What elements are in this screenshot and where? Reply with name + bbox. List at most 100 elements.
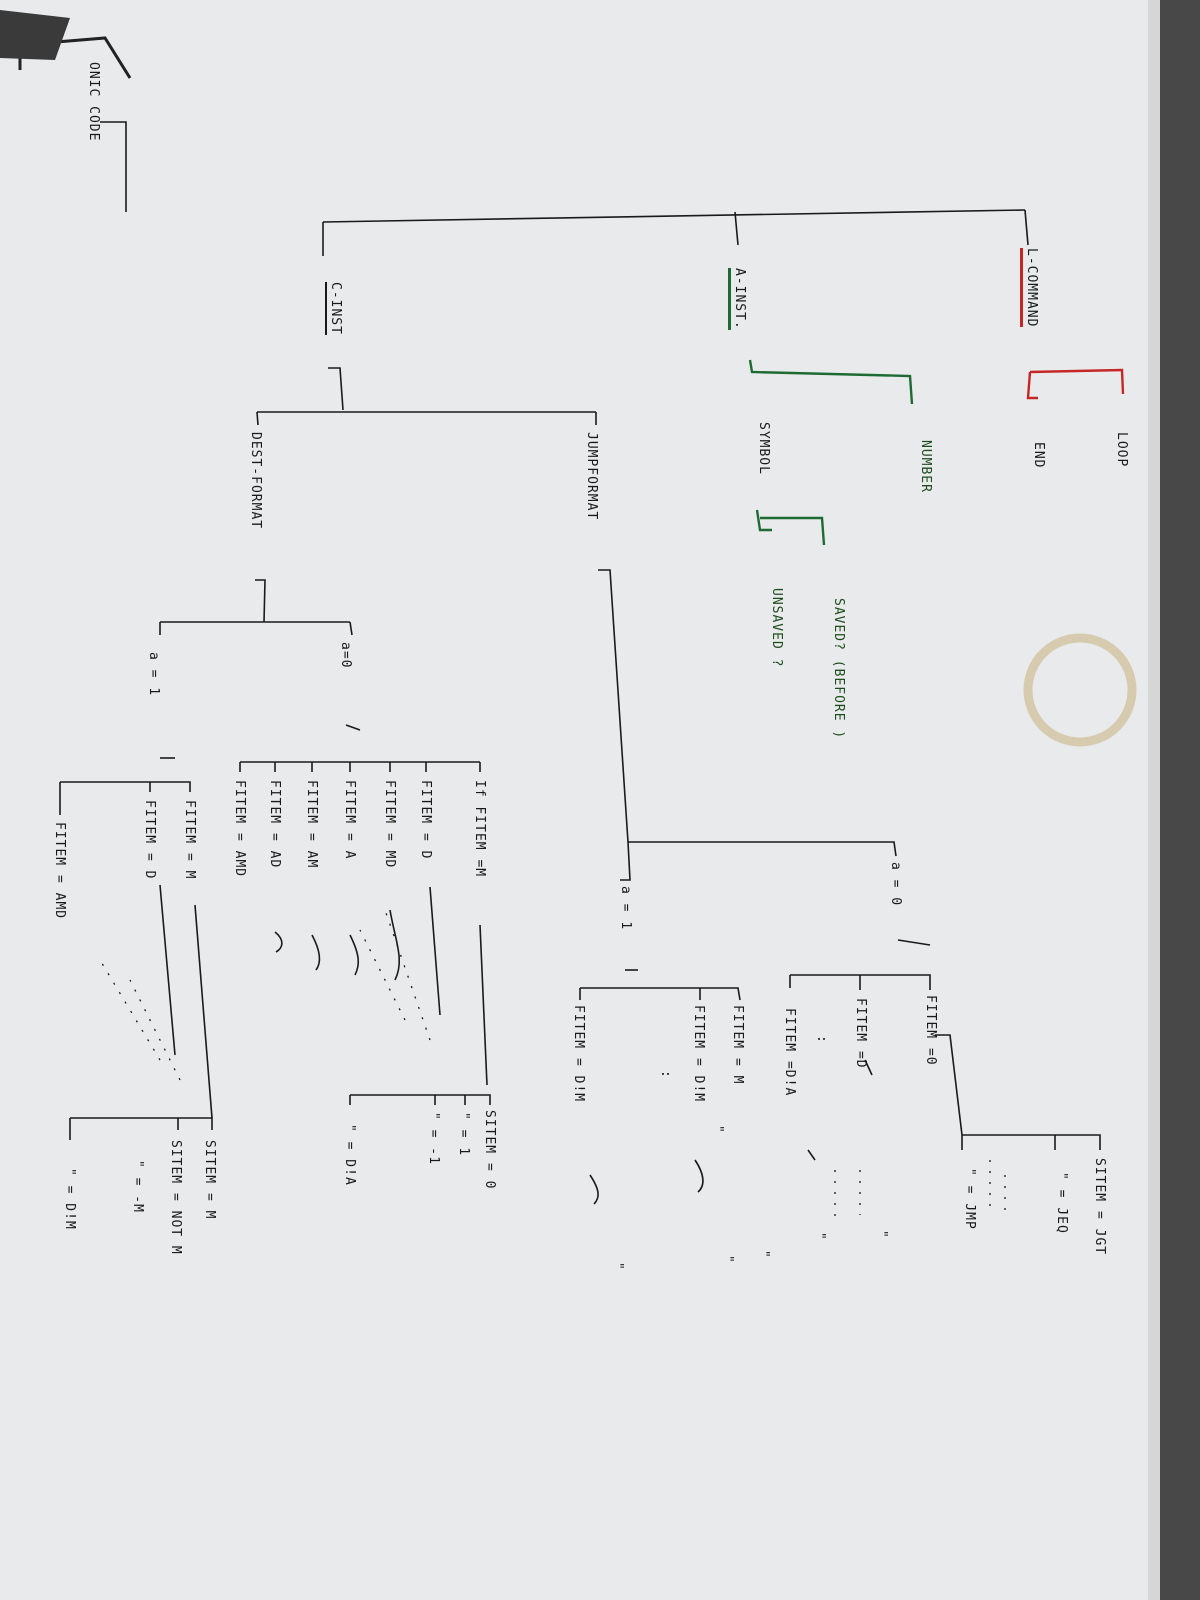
node-df-a1-s4-text: " = D!M: [62, 1168, 77, 1230]
node-jf-a1-text: a = 1: [618, 886, 633, 931]
node-df-a0-c3-text: FITEM = MD: [382, 780, 397, 869]
node-saved: SAVED? (BEFORE ): [831, 598, 846, 740]
node-df-a1-c2: FITEM = D: [142, 800, 157, 880]
node-df-a0-c3: FITEM = MD: [382, 780, 397, 869]
node-jf-a0-c1: FITEM =0: [923, 995, 938, 1066]
node-df-s2: " = 1: [456, 1112, 471, 1157]
node-df-a1-c3: FITEM = AMD: [52, 822, 67, 920]
node-a-inst: A-INST.: [728, 268, 747, 330]
node-df-s3: " = -1: [426, 1112, 441, 1165]
node-df-a0-c2-text: FITEM = D: [418, 780, 433, 860]
ditto-mark: ": [756, 1250, 771, 1259]
ditto-mark-text: ": [812, 1232, 827, 1241]
node-saved-text: SAVED? (BEFORE ): [831, 598, 846, 740]
node-jf-s3: " = JMP: [962, 1168, 977, 1230]
node-jf-s1-text: SITEM = JGT: [1092, 1158, 1107, 1256]
node-df-s4: " = D!A: [342, 1124, 357, 1186]
node-jf-a1-c1: FITEM = M: [730, 1005, 745, 1085]
node-df-a1-s1-text: SITEM = M: [202, 1140, 217, 1220]
node-jf-a0-c3-text: FITEM =D!A: [782, 1008, 797, 1097]
node-jf-a0-c3: FITEM =D!A: [782, 1008, 797, 1097]
node-df-a1-c3-text: FITEM = AMD: [52, 822, 67, 920]
node-loop: LOOP: [1114, 432, 1129, 467]
node-df-a1-c2-text: FITEM = D: [142, 800, 157, 880]
node-jf-a0-c2: FITEM =D: [853, 998, 868, 1069]
node-df-s2-text: " = 1: [456, 1112, 471, 1157]
node-l-command: L-COMMAND: [1020, 248, 1039, 328]
node-jf-a1-dots: :: [658, 1070, 673, 1079]
node-a-inst-text: A-INST.: [728, 268, 747, 330]
node-jf-a0-dots-text: :: [814, 1035, 829, 1044]
node-df-a1-s4: " = D!M: [62, 1168, 77, 1230]
node-jf-a1-c3-text: FITEM = D!M: [571, 1005, 586, 1103]
node-c-inst-text: C-INST: [325, 282, 343, 335]
node-jf-a0-text: a = 0: [888, 862, 903, 907]
node-df-a0-c2: FITEM = D: [418, 780, 433, 860]
node-df-a1-s2: SITEM = NOT M: [168, 1140, 183, 1255]
node-df-a1: a = 1: [146, 652, 161, 697]
node-df-a0-c5-text: FITEM = AM: [304, 780, 319, 869]
node-jf-s3-text: " = JMP: [962, 1168, 977, 1230]
node-jf-a1-c2: FITEM = D!M: [691, 1005, 706, 1103]
node-destformat-text: DEST-FORMAT: [248, 432, 263, 530]
node-df-a0-c6-text: FITEM = AD: [267, 780, 282, 869]
node-df-a1-c1: FITEM = M: [182, 800, 197, 880]
node-df-a0-c4-text: FITEM = A: [342, 780, 357, 860]
node-jumpformat-text: JUMPFORMAT: [584, 432, 599, 521]
node-jf-s2: " = JEQ: [1054, 1172, 1069, 1234]
node-symbol: SYMBOL: [756, 422, 771, 475]
node-root-text: ONIC CODE: [86, 62, 101, 142]
node-jf-a1-c3: FITEM = D!M: [571, 1005, 586, 1103]
node-df-a0-c6: FITEM = AD: [267, 780, 282, 869]
node-df-a0-c7: FITEM = AMD: [232, 780, 247, 877]
node-jf-a0-dots: :: [814, 1035, 829, 1044]
ditto-mark: ": [610, 1262, 625, 1271]
node-destformat: DEST-FORMAT: [248, 432, 263, 530]
node-root: ONIC CODE: [86, 62, 101, 142]
node-jf-s2-text: " = JEQ: [1054, 1172, 1069, 1234]
node-df-a1-s2-text: SITEM = NOT M: [168, 1140, 183, 1255]
node-jf-a1: a = 1: [618, 886, 633, 931]
node-df-a0: a=0: [338, 642, 353, 669]
node-number: NUMBER: [918, 440, 933, 493]
ditto-mark: ": [720, 1255, 735, 1264]
node-df-a1-s3: " = -M: [130, 1160, 145, 1213]
node-jf-a1-c2-text: FITEM = D!M: [691, 1005, 706, 1103]
node-jumpformat: JUMPFORMAT: [584, 432, 599, 521]
node-df-a0-c5: FITEM = AM: [304, 780, 319, 869]
node-jf-a0-c1-text: FITEM =0: [923, 995, 938, 1066]
ditto-mark-text: ": [610, 1262, 625, 1271]
ditto-mark-text: ": [720, 1255, 735, 1264]
node-end: END: [1031, 442, 1046, 469]
node-df-a0-text: a=0: [338, 642, 353, 669]
node-df-a0-c1: If FITEM =M: [472, 780, 487, 878]
ditto-mark-text: ": [710, 1125, 725, 1134]
node-unsaved-text: UNSAVED ?: [769, 588, 784, 668]
node-symbol-text: SYMBOL: [756, 422, 771, 475]
node-df-s1: SITEM = 0: [482, 1110, 497, 1190]
node-end-text: END: [1031, 442, 1046, 469]
node-df-s3-text: " = -1: [426, 1112, 441, 1165]
ditto-mark: ": [812, 1232, 827, 1241]
node-df-a1-text: a = 1: [146, 652, 161, 697]
node-c-inst: C-INST: [325, 282, 343, 335]
node-df-s4-text: " = D!A: [342, 1124, 357, 1186]
node-df-a1-s3-text: " = -M: [130, 1160, 145, 1213]
node-jf-a0-c2-text: FITEM =D: [853, 998, 868, 1069]
node-jf-a0: a = 0: [888, 862, 903, 907]
node-df-a1-s1: SITEM = M: [202, 1140, 217, 1220]
ditto-mark-text: ": [756, 1250, 771, 1259]
node-unsaved: UNSAVED ?: [769, 588, 784, 668]
node-l-command-text: L-COMMAND: [1020, 248, 1039, 328]
ditto-mark: ": [874, 1230, 889, 1239]
node-df-s1-text: SITEM = 0: [482, 1110, 497, 1190]
node-jf-a1-c1-text: FITEM = M: [730, 1005, 745, 1085]
node-jf-a1-dots-text: :: [658, 1070, 673, 1079]
ditto-mark-text: ": [874, 1230, 889, 1239]
node-df-a0-c1-text: If FITEM =M: [472, 780, 487, 878]
node-df-a1-c1-text: FITEM = M: [182, 800, 197, 880]
node-number-text: NUMBER: [918, 440, 933, 493]
